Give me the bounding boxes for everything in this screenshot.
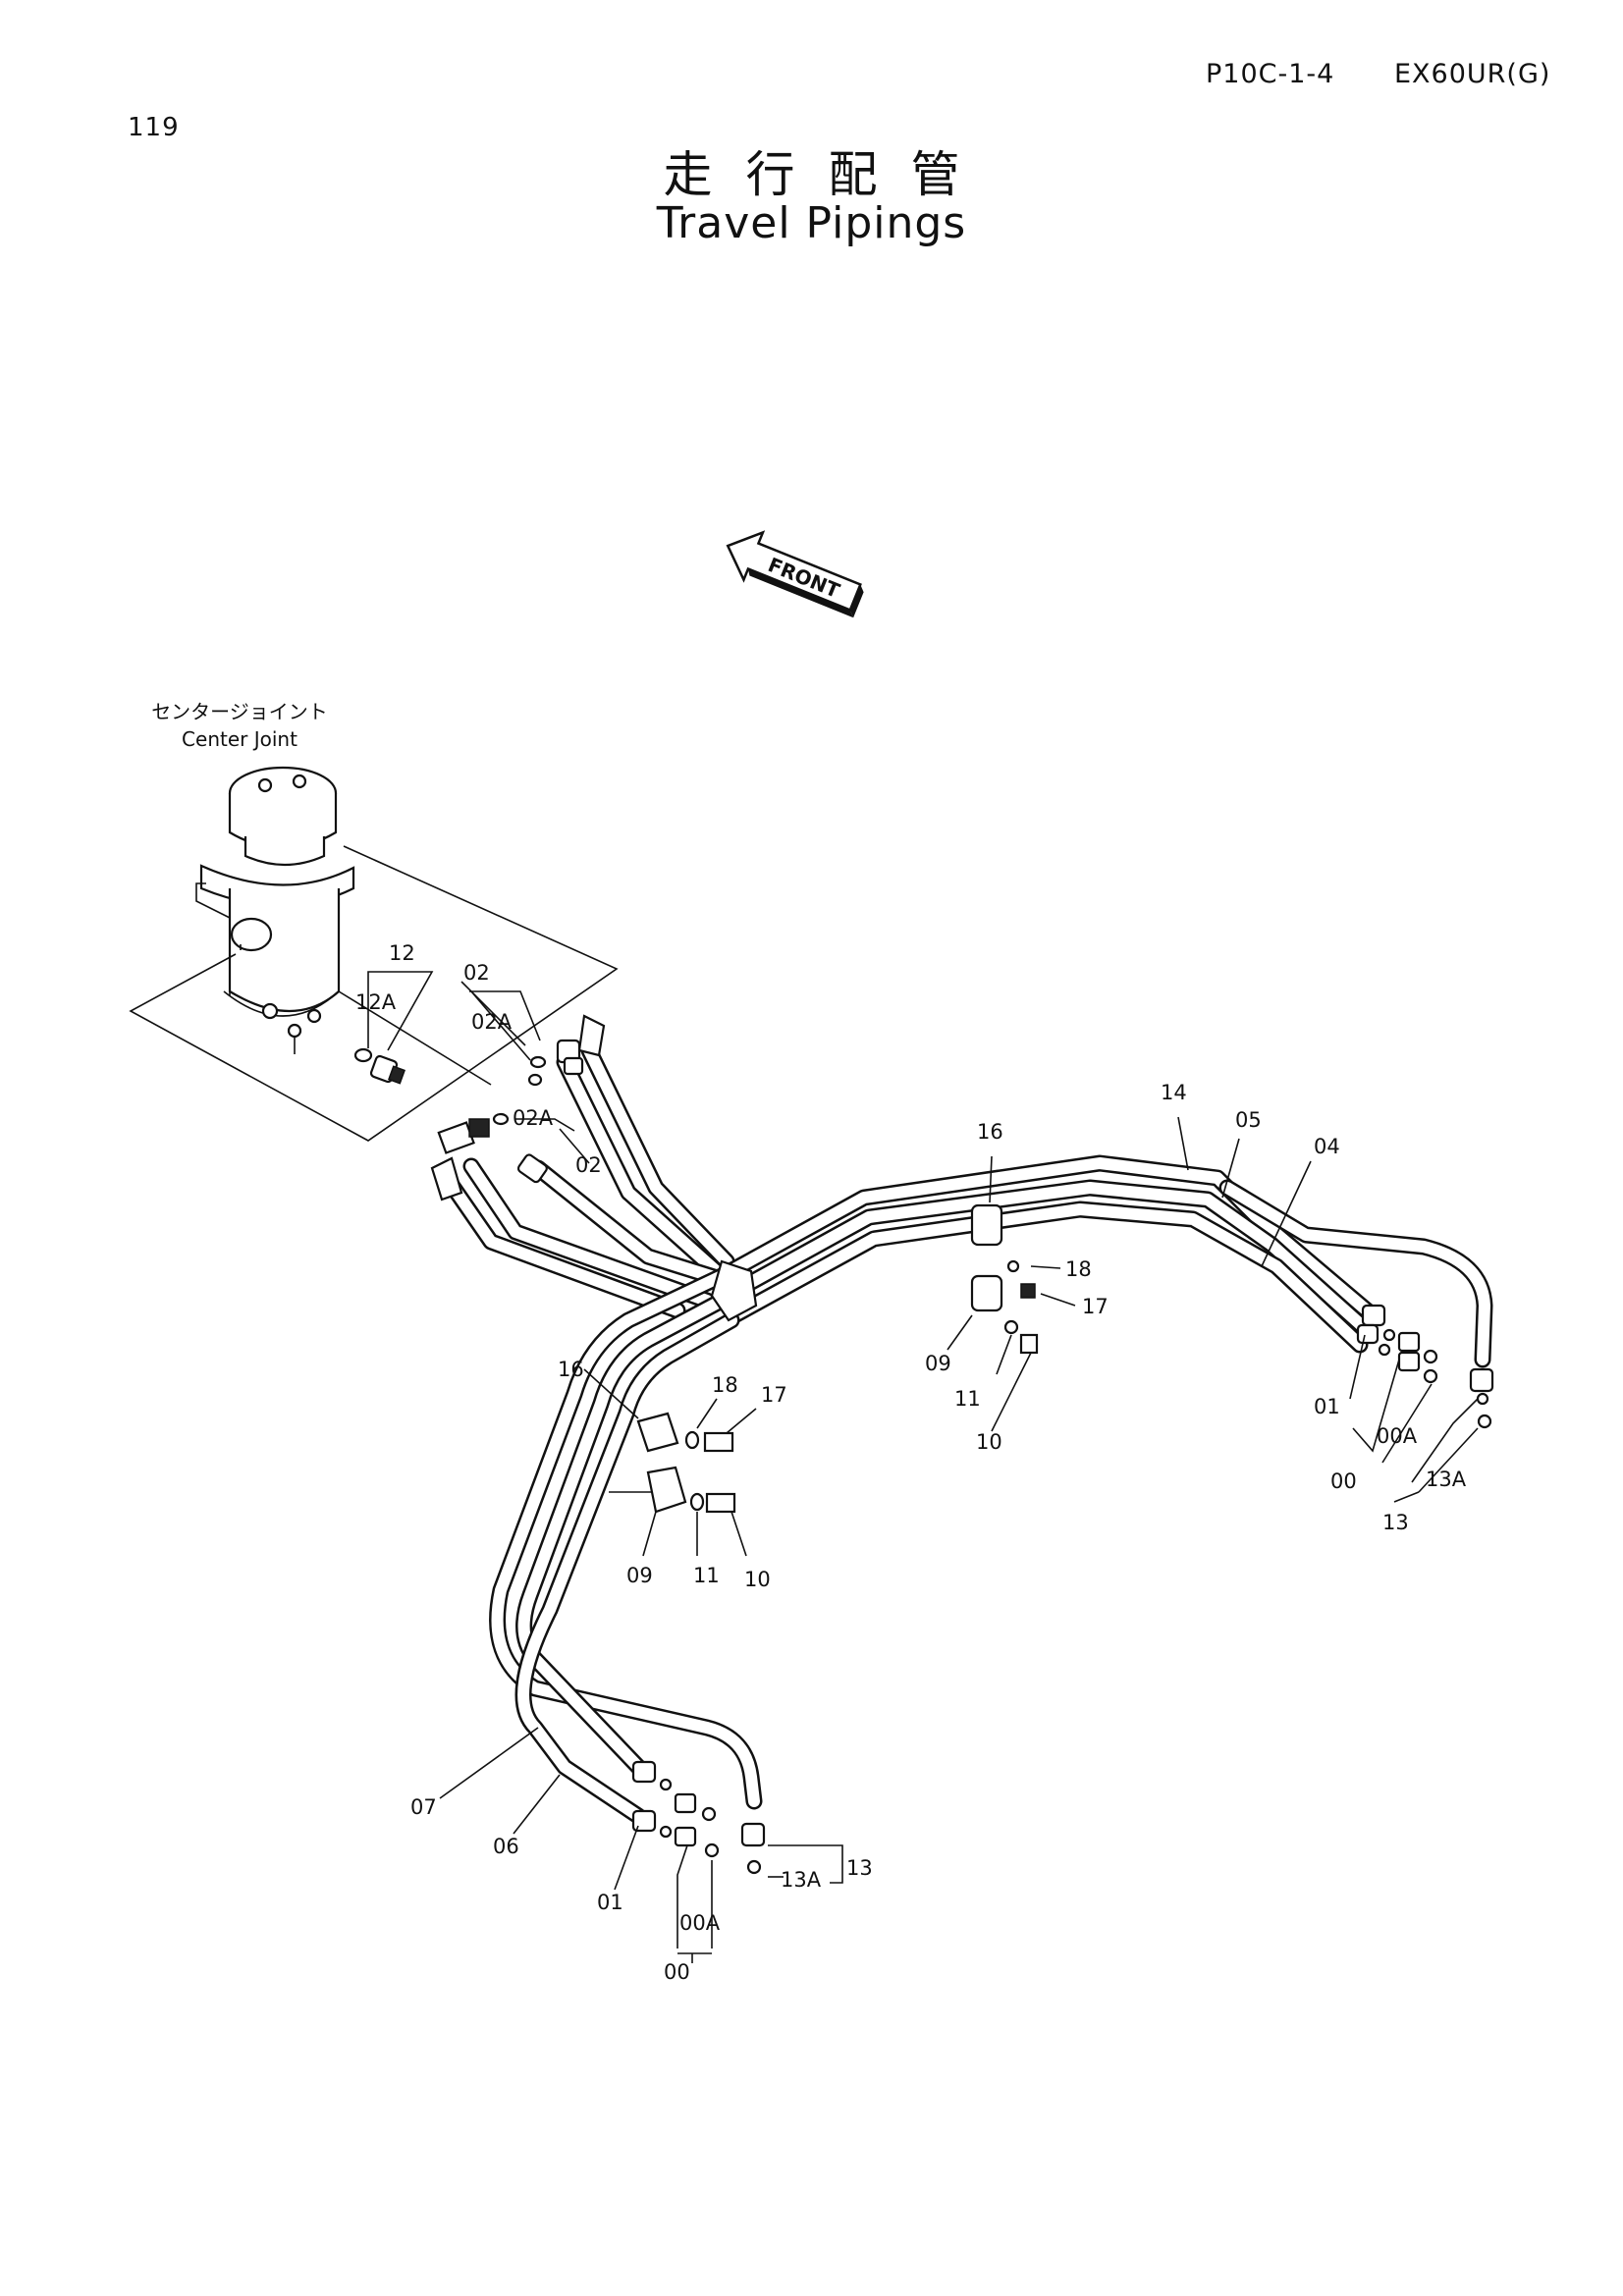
center-joint-label-en: Center Joint	[182, 727, 298, 751]
callout-12: 12	[389, 941, 415, 965]
fittings-bottom	[631, 1760, 766, 1875]
model-code: EX60UR(G)	[1394, 59, 1551, 89]
sheet-code: P10C-1-4	[1206, 59, 1335, 89]
callout-04: 04	[1314, 1135, 1340, 1158]
fittings-center	[353, 1014, 606, 1201]
callout-00A-right: 00A	[1377, 1424, 1418, 1448]
callout-02A: 02A	[471, 1010, 513, 1034]
callout-11-top: 11	[954, 1387, 981, 1411]
callout-13-bottom: 13	[846, 1856, 873, 1880]
callout-12A: 12A	[355, 990, 397, 1014]
page-title-japanese: 走行配管	[663, 146, 994, 203]
callout-18-top: 18	[1065, 1257, 1092, 1281]
clamp-assembly-top	[970, 1203, 1039, 1355]
callout-00-bottom: 00	[664, 1960, 690, 1984]
callout-13A-bottom: 13A	[781, 1868, 822, 1892]
callout-00A-bottom: 00A	[679, 1911, 721, 1935]
fittings-right	[1356, 1304, 1494, 1429]
callout-07: 07	[410, 1795, 437, 1819]
callout-10-left: 10	[744, 1568, 771, 1591]
page-number: 119	[128, 113, 180, 142]
callout-11-left: 11	[693, 1564, 720, 1587]
pipe-junction-clamp	[710, 1259, 758, 1322]
callout-16-top: 16	[977, 1120, 1003, 1144]
callout-09-top: 09	[925, 1352, 951, 1375]
front-arrow: FRONT	[726, 530, 864, 618]
callout-10-top: 10	[976, 1430, 1002, 1454]
callout-17-top: 17	[1082, 1295, 1109, 1318]
page-title-english: Travel Pipings	[656, 198, 967, 248]
exploded-view-frame	[129, 845, 619, 1142]
callout-17-left: 17	[761, 1383, 787, 1407]
center-joint-drawing	[195, 766, 355, 1054]
leader-lines	[367, 971, 1479, 1963]
callout-13-right: 13	[1382, 1511, 1409, 1534]
center-joint-label-jp: センタージョイント	[151, 700, 328, 723]
callout-14: 14	[1161, 1081, 1187, 1104]
callout-16-left: 16	[558, 1358, 584, 1381]
callout-06: 06	[493, 1835, 519, 1858]
clamp-assembly-left	[636, 1412, 736, 1514]
callout-01-right: 01	[1314, 1395, 1340, 1418]
part-callouts: 12 12A 02 02A 02A 02 14 05 04 16 18 17 0…	[355, 941, 1467, 1984]
callout-13A-right: 13A	[1426, 1468, 1467, 1491]
callout-02: 02	[463, 961, 490, 985]
callout-02-lower: 02	[575, 1153, 602, 1177]
pipe-group	[438, 1041, 1493, 1825]
callout-05: 05	[1235, 1108, 1262, 1132]
callout-09-left: 09	[626, 1564, 653, 1587]
callout-00-right: 00	[1330, 1469, 1357, 1493]
callout-01-bottom: 01	[597, 1891, 623, 1914]
callout-18-left: 18	[712, 1373, 738, 1397]
callout-02A-lower: 02A	[513, 1106, 554, 1130]
